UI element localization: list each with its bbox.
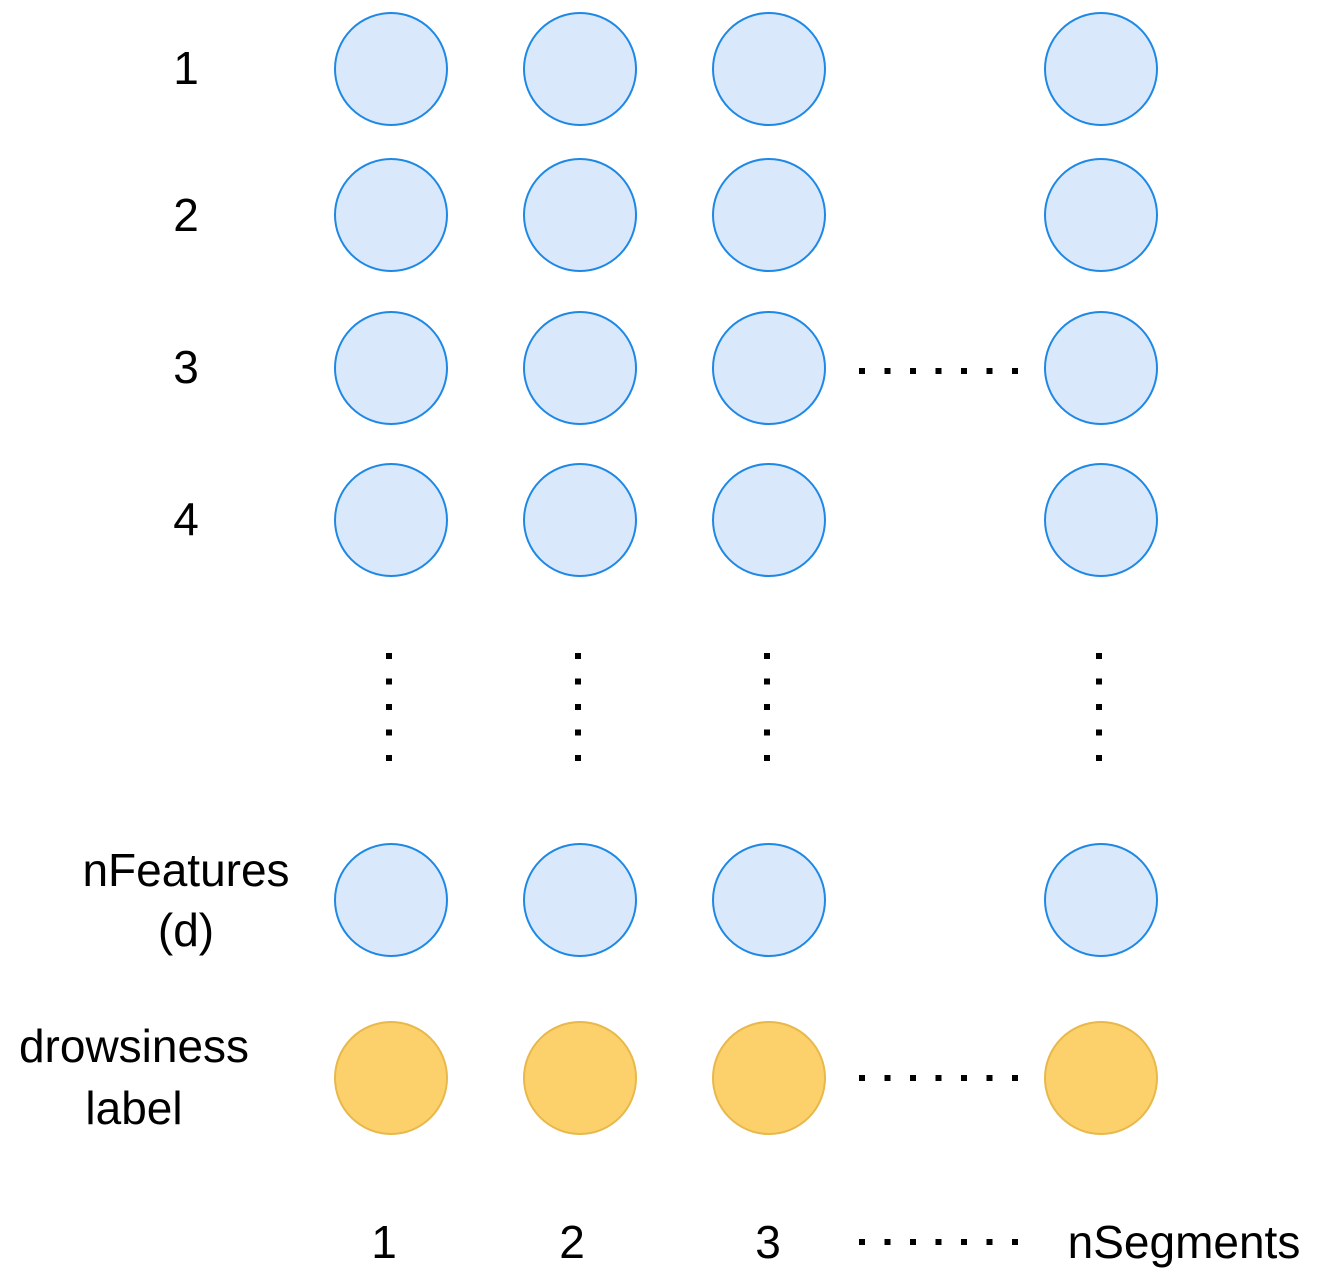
horizontal-ellipsis-dot-column-labels bbox=[910, 1239, 916, 1245]
horizontal-ellipsis-dot-row-3 bbox=[935, 368, 942, 374]
vertical-ellipsis-dot-col-nsegments bbox=[1096, 704, 1102, 710]
vertical-ellipsis-dot-col-1 bbox=[386, 678, 392, 685]
label-node-col-3 bbox=[712, 1021, 826, 1135]
feature-node-row-3-col-3 bbox=[712, 311, 826, 425]
horizontal-ellipsis-dot-column-labels bbox=[1012, 1239, 1018, 1245]
vertical-ellipsis-dot-col-3 bbox=[764, 729, 770, 736]
feature-node-row-nfeatures-col-nsegments bbox=[1044, 843, 1158, 957]
horizontal-ellipsis-dot-row-3 bbox=[884, 368, 891, 374]
vertical-ellipsis-dot-col-2 bbox=[575, 704, 581, 710]
horizontal-ellipsis-dot-row-3 bbox=[910, 368, 916, 374]
horizontal-ellipsis-dot-label-row bbox=[986, 1075, 993, 1081]
horizontal-ellipsis-dot-label-row bbox=[910, 1075, 916, 1081]
vertical-ellipsis-dot-col-3 bbox=[764, 755, 770, 761]
column-label-3: 3 bbox=[755, 1216, 781, 1268]
feature-node-row-3-col-1 bbox=[334, 311, 448, 425]
feature-node-row-nfeatures-col-3 bbox=[712, 843, 826, 957]
label-node-col-2 bbox=[523, 1021, 637, 1135]
features-row-label-line2: (d) bbox=[158, 904, 214, 956]
vertical-ellipsis-dot-col-nsegments bbox=[1096, 653, 1102, 659]
vertical-ellipsis-dot-col-2 bbox=[575, 678, 581, 685]
feature-node-row-4-col-2 bbox=[523, 463, 637, 577]
row-label-2: 2 bbox=[173, 189, 199, 241]
horizontal-ellipsis-dot-column-labels bbox=[859, 1239, 865, 1245]
vertical-ellipsis-group bbox=[386, 653, 1102, 761]
vertical-ellipsis-dot-col-nsegments bbox=[1096, 729, 1102, 736]
feature-node-row-1-col-3 bbox=[712, 12, 826, 126]
feature-node-row-3-col-2 bbox=[523, 311, 637, 425]
feature-node-row-4-col-3 bbox=[712, 463, 826, 577]
vertical-ellipsis-dot-col-nsegments bbox=[1096, 678, 1102, 685]
row-label-3: 3 bbox=[173, 341, 199, 393]
feature-node-row-4-col-1 bbox=[334, 463, 448, 577]
horizontal-ellipsis-dot-row-3 bbox=[986, 368, 993, 374]
horizontal-ellipsis-group bbox=[859, 368, 1018, 1245]
label-node-col-nsegments bbox=[1044, 1021, 1158, 1135]
feature-node-row-1-col-2 bbox=[523, 12, 637, 126]
vertical-ellipsis-dot-col-1 bbox=[386, 755, 392, 761]
vertical-ellipsis-dot-col-3 bbox=[764, 704, 770, 710]
vertical-ellipsis-dot-col-3 bbox=[764, 653, 770, 659]
horizontal-ellipsis-dot-label-row bbox=[884, 1075, 891, 1081]
row-label-4: 4 bbox=[173, 493, 199, 545]
horizontal-ellipsis-dot-label-row bbox=[935, 1075, 942, 1081]
vertical-ellipsis-dot-col-1 bbox=[386, 729, 392, 736]
horizontal-ellipsis-dot-column-labels bbox=[884, 1239, 891, 1245]
label-row-label-line1: drowsiness bbox=[19, 1020, 249, 1072]
row-label-1: 1 bbox=[173, 42, 199, 94]
horizontal-ellipsis-dot-row-3 bbox=[859, 368, 865, 374]
node-grid bbox=[334, 12, 1158, 1135]
horizontal-ellipsis-dot-column-labels bbox=[961, 1239, 967, 1245]
feature-node-row-2-col-nsegments bbox=[1044, 158, 1158, 272]
feature-node-row-1-col-1 bbox=[334, 12, 448, 126]
feature-node-row-3-col-nsegments bbox=[1044, 311, 1158, 425]
horizontal-ellipsis-dot-label-row bbox=[961, 1075, 967, 1081]
features-row-label-line1: nFeatures bbox=[82, 844, 289, 896]
vertical-ellipsis-dot-col-nsegments bbox=[1096, 755, 1102, 761]
horizontal-ellipsis-dot-label-row bbox=[1012, 1075, 1018, 1081]
vertical-ellipsis-dot-col-2 bbox=[575, 653, 581, 659]
column-label-1: 1 bbox=[371, 1216, 397, 1268]
horizontal-ellipsis-dot-column-labels bbox=[986, 1239, 993, 1245]
column-label-nsegments: nSegments bbox=[1068, 1216, 1301, 1268]
feature-node-row-2-col-2 bbox=[523, 158, 637, 272]
horizontal-ellipsis-dot-column-labels bbox=[935, 1239, 942, 1245]
feature-node-row-2-col-3 bbox=[712, 158, 826, 272]
feature-node-row-1-col-nsegments bbox=[1044, 12, 1158, 126]
label-row-label-line2: label bbox=[85, 1082, 182, 1134]
horizontal-ellipsis-dot-label-row bbox=[859, 1075, 865, 1081]
vertical-ellipsis-dot-col-1 bbox=[386, 704, 392, 710]
feature-node-row-nfeatures-col-2 bbox=[523, 843, 637, 957]
vertical-ellipsis-dot-col-3 bbox=[764, 678, 770, 685]
feature-node-row-nfeatures-col-1 bbox=[334, 843, 448, 957]
label-node-col-1 bbox=[334, 1021, 448, 1135]
vertical-ellipsis-dot-col-2 bbox=[575, 729, 581, 736]
column-label-2: 2 bbox=[559, 1216, 585, 1268]
vertical-ellipsis-dot-col-1 bbox=[386, 653, 392, 659]
vertical-ellipsis-dot-col-2 bbox=[575, 755, 581, 761]
horizontal-ellipsis-dot-row-3 bbox=[961, 368, 967, 374]
feature-node-row-4-col-nsegments bbox=[1044, 463, 1158, 577]
horizontal-ellipsis-dot-row-3 bbox=[1012, 368, 1018, 374]
feature-node-row-2-col-1 bbox=[334, 158, 448, 272]
